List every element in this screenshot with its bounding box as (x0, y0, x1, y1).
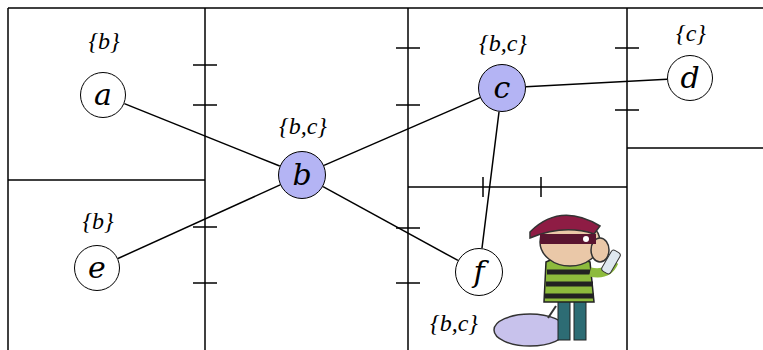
vertex-letter: f (456, 249, 502, 295)
adjacency-line (118, 185, 280, 259)
room-vertex: {c}d (667, 55, 713, 101)
vertex-letter: b (279, 152, 325, 198)
vertex-letter: a (81, 73, 125, 117)
adjacency-line (323, 187, 458, 261)
room-vertex: {b}e (74, 245, 120, 291)
set-label: {b,c} (430, 311, 478, 335)
set-label: {c} (676, 21, 706, 45)
set-label: {b,c} (479, 31, 527, 55)
adjacency-line (526, 79, 667, 87)
adjacency-line (482, 112, 499, 248)
vertex-letter: e (75, 246, 119, 290)
vertex-letter: c (479, 65, 525, 111)
room-vertex: {b,c}c (478, 64, 526, 112)
set-label: {b,c} (279, 114, 327, 138)
room-vertex: f{b,c} (455, 248, 503, 296)
vertex-letter: d (668, 56, 712, 100)
set-label: {b} (88, 29, 119, 53)
room-vertex: {b}a (80, 72, 126, 118)
room-vertex: {b,c}b (278, 151, 326, 199)
adjacency-line (324, 98, 480, 166)
adjacency-line (124, 104, 279, 166)
set-label: {b} (82, 209, 113, 233)
